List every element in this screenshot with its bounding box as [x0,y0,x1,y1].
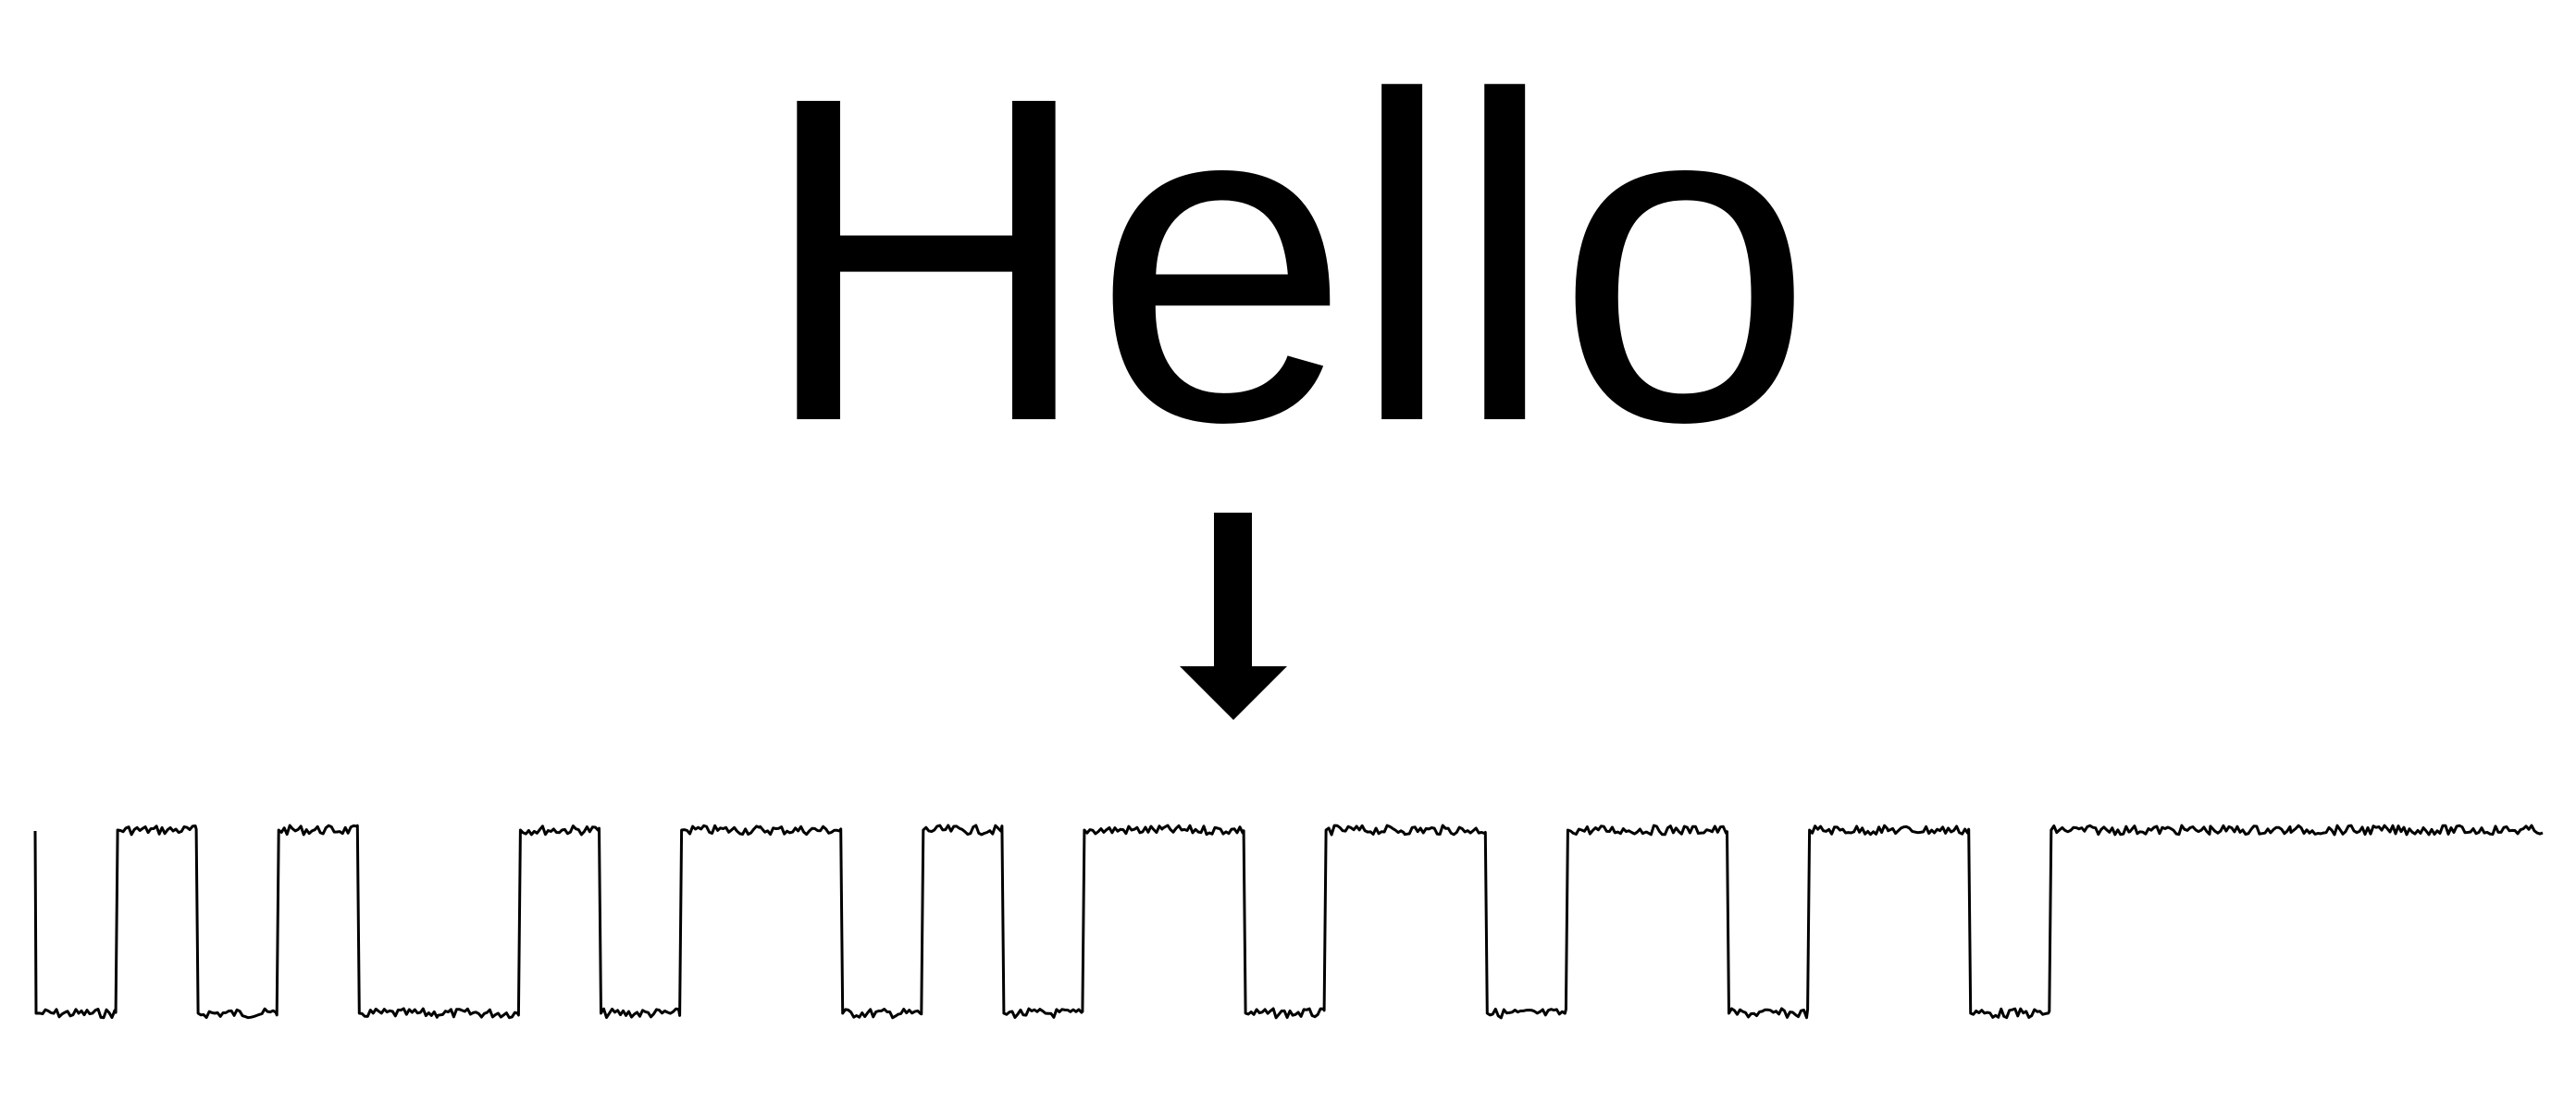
arrow-head [1180,666,1287,720]
down-arrow-icon [1180,513,1287,720]
hello-text: Hello [759,0,1813,517]
signal-waveform [33,824,2544,1020]
arrow-shaft [1214,513,1252,668]
waveform-line [33,824,2544,1020]
